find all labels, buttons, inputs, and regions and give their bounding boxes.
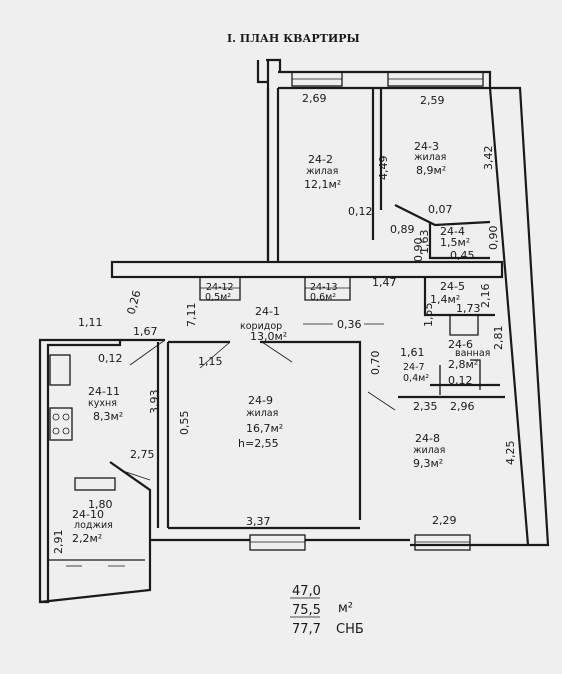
svg-text:8,3м²: 8,3м² [93, 410, 123, 423]
svg-text:3,42: 3,42 [482, 146, 495, 171]
room-24-12: 24-12 0,5м² [205, 282, 234, 303]
svg-text:кухня: кухня [88, 398, 117, 409]
outer-wall [256, 58, 550, 547]
svg-text:0,36: 0,36 [337, 318, 362, 331]
svg-text:СНБ: СНБ [336, 622, 364, 637]
svg-text:0,12: 0,12 [98, 352, 123, 365]
svg-text:24-4: 24-4 [440, 225, 465, 238]
svg-text:1,11: 1,11 [78, 316, 103, 329]
svg-text:1,4м²: 1,4м² [430, 293, 460, 306]
svg-text:0,6м²: 0,6м² [310, 292, 336, 303]
svg-text:24-10: 24-10 [72, 508, 104, 521]
svg-text:0,4м²: 0,4м² [403, 373, 429, 384]
room-24-11: 24-11 кухня 8,3м² [88, 385, 123, 423]
svg-text:0,5м²: 0,5м² [205, 292, 231, 303]
svg-text:1,55: 1,55 [422, 303, 435, 328]
svg-text:1,73: 1,73 [456, 302, 481, 315]
svg-text:коридор: коридор [240, 321, 282, 332]
svg-text:жилая: жилая [246, 408, 278, 419]
window-bottom-1 [249, 534, 306, 551]
svg-text:24-2: 24-2 [308, 153, 333, 166]
svg-text:жилая: жилая [413, 445, 445, 456]
svg-text:24-11: 24-11 [88, 385, 120, 398]
svg-text:1,15: 1,15 [198, 355, 223, 368]
room-24-6: 24-6 ванная 2,8м² [448, 338, 490, 371]
svg-text:2,75: 2,75 [130, 448, 155, 461]
area-totals: 47,0 75,5 м² 77,7 СНБ [290, 584, 364, 637]
window-bottom-2 [414, 534, 471, 551]
svg-text:16,7м²: 16,7м² [246, 422, 283, 435]
room-24-10: 24-10 лоджия 2,2м² [72, 508, 113, 545]
svg-text:2,59: 2,59 [420, 94, 445, 107]
svg-text:24-1: 24-1 [255, 305, 280, 318]
svg-text:2,69: 2,69 [302, 92, 327, 105]
svg-text:13,0м²: 13,0м² [250, 330, 287, 343]
room-24-13: 24-13 0,6м² [310, 282, 338, 303]
svg-text:8,9м²: 8,9м² [416, 164, 446, 177]
svg-text:0,45: 0,45 [450, 249, 475, 262]
svg-text:3,93: 3,93 [148, 390, 161, 415]
svg-text:0,07: 0,07 [428, 203, 453, 216]
room-24-4: 24-4 1,5м² [440, 225, 470, 249]
svg-text:1,80: 1,80 [88, 498, 113, 511]
svg-text:4,25: 4,25 [504, 441, 517, 466]
svg-text:1,47: 1,47 [372, 276, 397, 289]
svg-text:2,29: 2,29 [432, 514, 457, 527]
room-24-9: 24-9 жилая 16,7м² h=2,55 [238, 394, 283, 450]
room-24-2: 24-2 жилая 12,1м² [304, 153, 341, 191]
svg-text:24-7: 24-7 [403, 362, 425, 373]
svg-text:24-3: 24-3 [414, 140, 439, 153]
room-24-3: 24-3 жилая 8,9м² [414, 140, 446, 177]
svg-text:2,8м²: 2,8м² [448, 358, 478, 371]
svg-text:0,12: 0,12 [448, 374, 473, 387]
svg-text:1,5м²: 1,5м² [440, 236, 470, 249]
svg-text:24-6: 24-6 [448, 338, 473, 351]
svg-text:24-9: 24-9 [248, 394, 273, 407]
room-24-8: 24-8 жилая 9,3м² [413, 432, 445, 470]
svg-text:4,49: 4,49 [377, 156, 390, 181]
svg-text:24-13: 24-13 [310, 282, 338, 293]
svg-text:2,16: 2,16 [479, 284, 492, 309]
svg-text:1,63: 1,63 [418, 230, 431, 255]
svg-text:0,55: 0,55 [178, 411, 191, 436]
svg-text:0,12: 0,12 [348, 205, 373, 218]
svg-text:жилая: жилая [414, 152, 446, 163]
svg-text:24-8: 24-8 [415, 432, 440, 445]
svg-text:h=2,55: h=2,55 [238, 437, 279, 450]
svg-text:жилая: жилая [306, 166, 338, 177]
svg-text:1,67: 1,67 [133, 325, 158, 338]
corridor-beam [110, 260, 504, 279]
room-24-1: 24-1 коридор 13,0м² [240, 305, 287, 343]
svg-text:ванная: ванная [455, 348, 490, 359]
dimension-labels: 2,69 2,59 4,49 3,42 0,12 0,07 0,89 0,90 … [52, 92, 517, 554]
svg-text:0,89: 0,89 [390, 223, 415, 236]
svg-text:0,70: 0,70 [369, 351, 382, 376]
svg-text:77,7: 77,7 [292, 622, 321, 637]
svg-text:47,0: 47,0 [292, 584, 321, 599]
svg-text:24-5: 24-5 [440, 280, 465, 293]
plan-title: I. ПЛАН КВАРТИРЫ [227, 32, 360, 45]
svg-text:2,81: 2,81 [492, 326, 505, 351]
svg-text:24-12: 24-12 [206, 282, 234, 293]
svg-text:3,37: 3,37 [246, 515, 271, 528]
svg-text:7,11: 7,11 [185, 303, 198, 328]
svg-text:0,90: 0,90 [412, 238, 425, 263]
svg-text:2,35: 2,35 [413, 400, 438, 413]
svg-text:12,1м²: 12,1м² [304, 178, 341, 191]
svg-text:1,61: 1,61 [400, 346, 425, 359]
svg-text:2,96: 2,96 [450, 400, 475, 413]
svg-text:2,91: 2,91 [52, 530, 65, 555]
svg-text:9,3м²: 9,3м² [413, 457, 443, 470]
svg-text:0,90: 0,90 [487, 226, 500, 251]
svg-text:2,2м²: 2,2м² [72, 532, 102, 545]
svg-text:лоджия: лоджия [74, 520, 113, 531]
room-24-5: 24-5 1,4м² [430, 280, 465, 306]
svg-text:м²: м² [338, 601, 353, 616]
svg-text:0,26: 0,26 [125, 289, 144, 316]
svg-text:75,5: 75,5 [292, 603, 321, 618]
room-24-7: 24-7 0,4м² [403, 362, 429, 384]
